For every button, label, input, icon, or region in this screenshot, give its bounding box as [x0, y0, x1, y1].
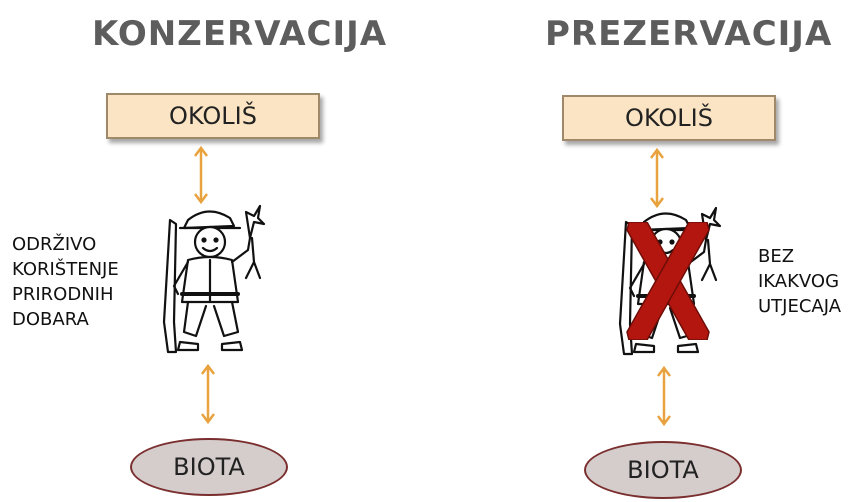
- left-side-line-4: DOBARA: [12, 309, 89, 330]
- right-biota-ellipse: BIOTA: [584, 441, 742, 499]
- left-biota-ellipse: BIOTA: [130, 438, 288, 496]
- right-side-text: BEZ IKAKVOG UTJECAJA: [758, 244, 841, 319]
- left-side-line-2: KORIŠTENJE: [12, 259, 119, 280]
- right-side-line-1: BEZ: [758, 246, 795, 267]
- right-lower-double-arrow: [657, 365, 671, 427]
- right-side-line-2: IKAKVOG: [758, 271, 840, 292]
- right-biota-label: BIOTA: [627, 456, 699, 484]
- left-biota-label: BIOTA: [173, 453, 245, 481]
- left-side-line-3: PRIRODNIH: [12, 284, 114, 305]
- left-hunter-figure-icon: [162, 204, 266, 354]
- left-side-text: ODRŽIVO KORIŠTENJE PRIRODNIH DOBARA: [12, 232, 119, 332]
- right-okolis-box: OKOLIŠ: [562, 95, 776, 141]
- red-x-cross-icon: [626, 222, 710, 340]
- left-side-line-1: ODRŽIVO: [12, 234, 97, 255]
- left-title: KONZERVACIJA: [92, 14, 388, 54]
- right-side-line-3: UTJECAJA: [758, 296, 842, 317]
- right-title: PREZERVACIJA: [545, 14, 833, 54]
- left-okolis-label: OKOLIŠ: [169, 102, 257, 130]
- right-okolis-label: OKOLIŠ: [625, 104, 713, 132]
- right-upper-double-arrow: [650, 147, 664, 209]
- left-upper-double-arrow: [194, 145, 208, 205]
- left-lower-double-arrow: [201, 363, 215, 425]
- left-okolis-box: OKOLIŠ: [106, 93, 320, 139]
